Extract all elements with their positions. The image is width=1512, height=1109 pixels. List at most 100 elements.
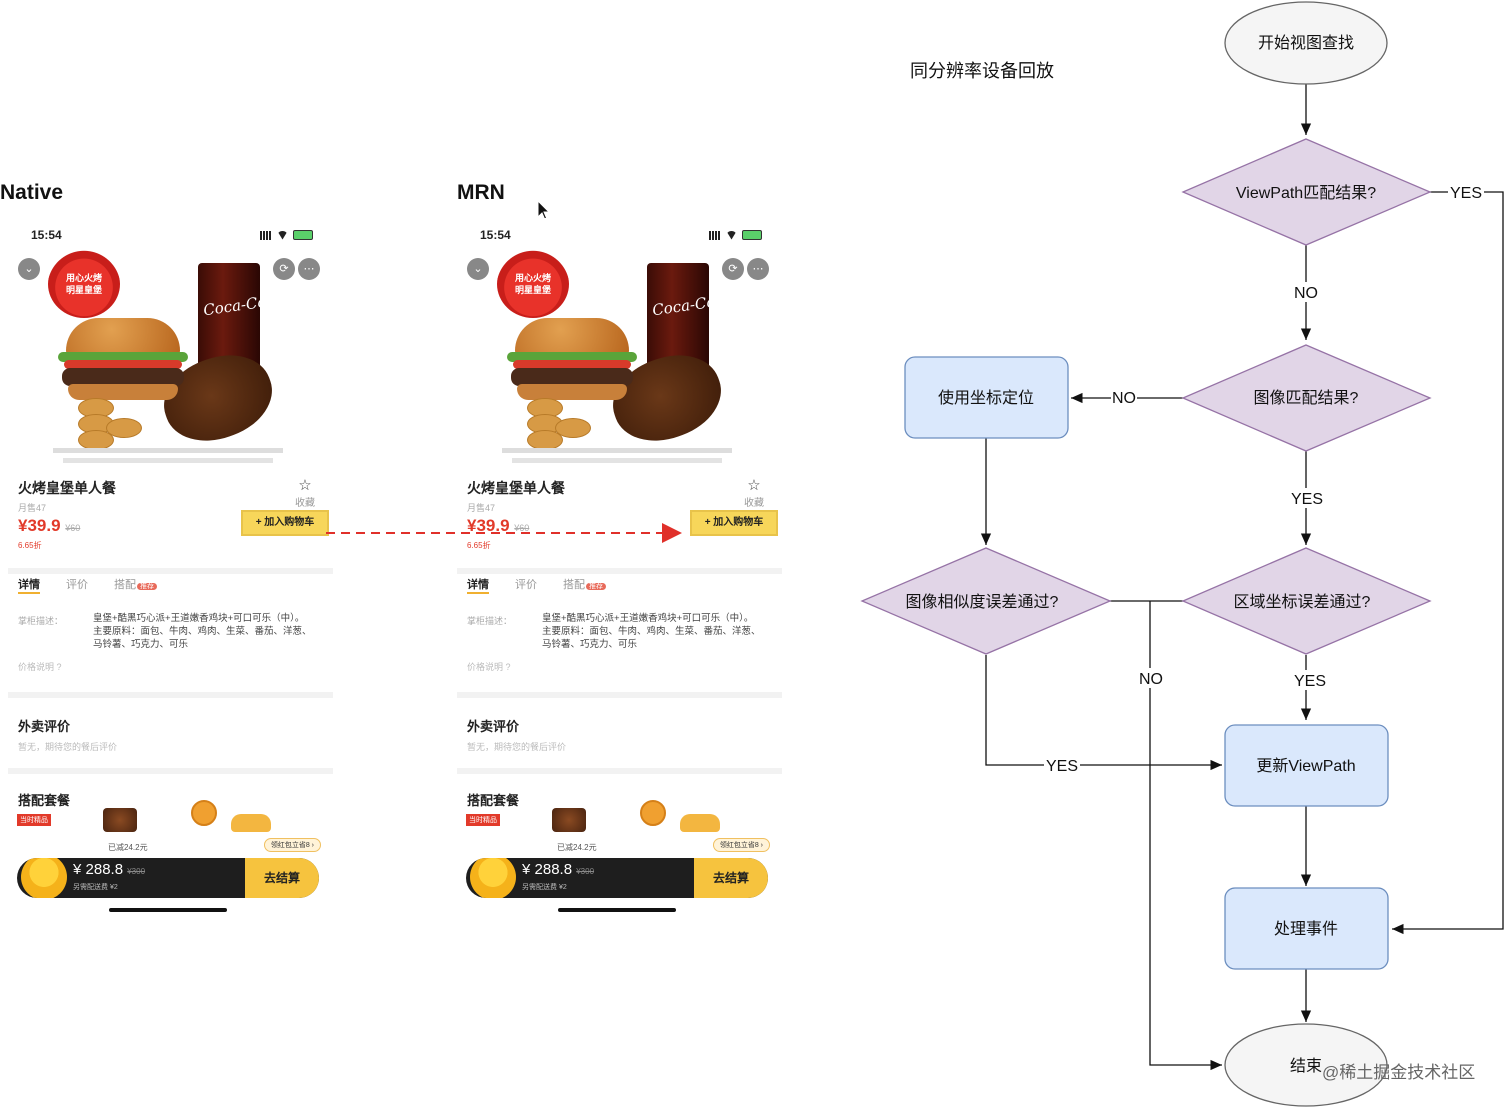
divider xyxy=(8,692,333,698)
fine-print xyxy=(502,448,732,453)
discount-label: 6.65折 xyxy=(18,541,42,550)
edge-viewpath-yes xyxy=(1392,191,1504,935)
detail-tabs: 详情 评价 搭配推荐 xyxy=(467,576,606,594)
product-description: 皇堡+酷黑巧心派+王道嫩香鸡块+可口可乐（中）。主要原料：面包、牛肉、鸡肉、生菜… xyxy=(542,613,761,650)
mrn-phone-screenshot: 15:54 ⌄ 用心火烤 明星皇堡 Coca-Cola ⟳ ⋯ 火烤皇堡单人餐 … xyxy=(452,218,782,918)
tab-review[interactable]: 评价 xyxy=(66,579,88,591)
checkout-button[interactable]: 去结算 xyxy=(694,858,768,898)
handle-event-label: 处理事件 xyxy=(1274,920,1338,938)
checkout-bar: ¥ 288.8 ¥300 另需配送费 ¥2 去结算 xyxy=(466,858,768,898)
nuggets-image xyxy=(78,398,148,450)
coupon-button[interactable]: 领红包立省8 › xyxy=(263,838,321,852)
burger-image xyxy=(507,318,637,403)
update-viewpath-box xyxy=(1224,724,1389,807)
product-hero-image: ⌄ 用心火烤 明星皇堡 Coca-Cola ⟳ ⋯ xyxy=(452,238,782,463)
more-icon[interactable]: ⋯ xyxy=(747,258,769,280)
native-title: Native xyxy=(0,181,64,204)
collapse-icon[interactable]: ⌄ xyxy=(467,258,489,280)
mrn-title: MRN xyxy=(457,181,505,204)
combo-item-image xyxy=(552,808,586,832)
edge-region-no xyxy=(1149,601,1222,1071)
label-yes-image-match: YES xyxy=(1291,491,1323,508)
review-empty: 暂无，期待您的餐后评价 xyxy=(467,742,567,752)
nuggets-image xyxy=(527,398,597,450)
divider xyxy=(457,692,782,698)
favorite-label: 收藏 xyxy=(744,498,764,509)
tab-combo[interactable]: 搭配推荐 xyxy=(563,576,606,594)
viewpath-match-decision xyxy=(1181,138,1432,246)
saved-amount: 已减24.2元 xyxy=(557,843,597,852)
divider xyxy=(8,768,333,774)
viewpath-match-label: ViewPath匹配结果? xyxy=(1236,184,1376,202)
total-price: ¥ 288.8 ¥300 xyxy=(73,861,145,878)
total-original: ¥300 xyxy=(127,867,146,876)
fine-print-2 xyxy=(63,458,273,463)
review-title: 外卖评价 xyxy=(467,719,520,734)
favorite-button[interactable]: ☆收藏 xyxy=(744,476,764,509)
use-coord-label: 使用坐标定位 xyxy=(938,389,1034,407)
share-icon[interactable]: ⟳ xyxy=(722,258,744,280)
saved-amount: 已减24.2元 xyxy=(108,843,148,852)
more-icon[interactable]: ⋯ xyxy=(298,258,320,280)
fine-print xyxy=(53,448,283,453)
mascot-icon xyxy=(21,858,67,898)
flow-title: 同分辨率设备回放 xyxy=(910,61,1054,81)
combo-tag: 当时精品 xyxy=(466,814,500,826)
wifi-icon xyxy=(277,230,288,240)
label-yes-viewpath: YES xyxy=(1450,185,1482,202)
price-note[interactable]: 价格说明 ? xyxy=(18,662,62,672)
combo-tag: 当时精品 xyxy=(17,814,51,826)
tab-badge: 推荐 xyxy=(137,583,157,590)
combo-item-image xyxy=(640,800,666,826)
coupon-button[interactable]: 领红包立省8 › xyxy=(712,838,770,852)
label-yes-region: YES xyxy=(1294,673,1326,690)
handle-event-box xyxy=(1224,887,1389,970)
star-icon: ☆ xyxy=(298,477,312,494)
desc-label: 掌柜描述： xyxy=(18,616,64,626)
total-value: ¥ 288.8 xyxy=(522,861,573,878)
discount-label: 6.65折 xyxy=(467,541,491,550)
tab-combo-label: 搭配 xyxy=(563,579,585,591)
status-bar: 15:54 xyxy=(23,228,313,244)
divider xyxy=(8,568,333,574)
total-price: ¥ 288.8 ¥300 xyxy=(522,861,594,878)
price: ¥39.9 ¥60 xyxy=(467,516,529,536)
burger-image xyxy=(58,318,188,403)
price: ¥39.9 ¥60 xyxy=(18,516,80,536)
status-bar: 15:54 xyxy=(472,228,762,244)
combo-item-image xyxy=(191,800,217,826)
add-to-cart-button[interactable]: + 加入购物车 xyxy=(241,510,329,536)
combo-title: 搭配套餐 xyxy=(467,793,520,808)
image-match-label: 图像匹配结果? xyxy=(1254,389,1359,407)
favorite-button[interactable]: ☆收藏 xyxy=(295,476,315,509)
price-note[interactable]: 价格说明 ? xyxy=(467,662,511,672)
status-time: 15:54 xyxy=(31,228,62,242)
product-hero-image: ⌄ 用心火烤 明星皇堡 Coca-Cola ⟳ ⋯ xyxy=(3,238,333,463)
tab-review[interactable]: 评价 xyxy=(515,579,537,591)
start-label: 开始视图查找 xyxy=(1258,34,1354,52)
tab-badge: 推荐 xyxy=(586,583,606,590)
product-name: 火烤皇堡单人餐 xyxy=(18,480,116,496)
image-similarity-label: 图像相似度误差通过? xyxy=(906,593,1059,611)
add-to-cart-button[interactable]: + 加入购物车 xyxy=(690,510,778,536)
signal-icon xyxy=(260,230,272,240)
tab-detail[interactable]: 详情 xyxy=(467,576,489,594)
tab-combo-label: 搭配 xyxy=(114,579,136,591)
collapse-icon[interactable]: ⌄ xyxy=(18,258,40,280)
share-icon[interactable]: ⟳ xyxy=(273,258,295,280)
checkout-button[interactable]: 去结算 xyxy=(245,858,319,898)
fire-badge: 用心火烤 明星皇堡 xyxy=(48,250,120,318)
total-value: ¥ 288.8 xyxy=(73,861,124,878)
combo-item-image xyxy=(680,814,720,832)
image-similarity-decision xyxy=(860,547,1112,655)
end-label: 结束 xyxy=(1290,1057,1322,1075)
total-original: ¥300 xyxy=(576,867,595,876)
label-no-image-match: NO xyxy=(1112,390,1136,407)
region-coord-label: 区域坐标误差通过? xyxy=(1234,593,1371,611)
combo-title: 搭配套餐 xyxy=(18,793,71,808)
edge-similarity-yes xyxy=(985,655,1222,771)
fine-print-2 xyxy=(512,458,722,463)
tab-detail[interactable]: 详情 xyxy=(18,576,40,594)
tab-combo[interactable]: 搭配推荐 xyxy=(114,576,157,594)
desc-label: 掌柜描述： xyxy=(467,616,513,626)
